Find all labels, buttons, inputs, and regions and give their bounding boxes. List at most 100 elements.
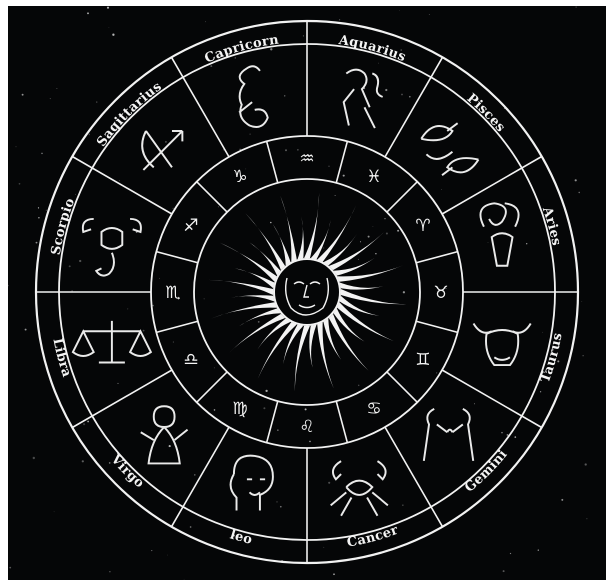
star	[239, 148, 241, 150]
sun-ray	[333, 257, 375, 276]
sign-name-text: Aquarius	[337, 33, 408, 65]
sign-name-aquarius: Aquarius	[337, 33, 408, 65]
star	[378, 62, 379, 64]
star	[164, 140, 167, 143]
star	[436, 372, 438, 374]
star	[87, 420, 89, 423]
sector-divider	[170, 56, 230, 158]
star	[445, 287, 447, 290]
star	[385, 232, 388, 235]
sun-ray	[231, 295, 275, 302]
maiden-icon	[140, 405, 189, 465]
star	[398, 10, 400, 11]
scorpion-icon	[81, 217, 142, 277]
star	[302, 35, 304, 37]
glyph-libra: ♎	[183, 350, 198, 370]
sector-taurus: Taurus♉	[433, 283, 565, 385]
star	[309, 440, 311, 443]
star	[401, 93, 403, 96]
lion-icon	[229, 454, 274, 511]
sun-ray	[239, 308, 281, 327]
glyph-divider	[265, 400, 279, 443]
sector-scorpio: Scorpio♏	[49, 196, 181, 303]
star	[357, 258, 359, 260]
star	[41, 152, 43, 155]
bow-and-arrow-icon	[141, 129, 184, 171]
star	[213, 367, 215, 369]
sun-ray	[280, 195, 297, 262]
star	[8, 284, 9, 287]
star	[400, 49, 402, 51]
star	[526, 243, 528, 245]
star	[112, 33, 115, 36]
sector-leo: leo♌	[228, 417, 315, 548]
star	[441, 189, 442, 190]
sector-divider	[441, 369, 543, 429]
sun-ray	[297, 216, 304, 260]
star	[279, 505, 282, 508]
star	[270, 221, 272, 224]
sector-sagittarius: Sagittarius♐	[94, 79, 198, 236]
glyph-ring-inner	[193, 178, 421, 406]
crab-icon	[330, 460, 389, 517]
star	[108, 27, 110, 28]
sign-name-text: Taurus	[538, 332, 565, 385]
starfield	[8, 6, 588, 580]
scales-icon	[71, 320, 153, 364]
sign-name-leo: leo	[228, 528, 254, 548]
star	[234, 57, 237, 59]
star	[359, 241, 362, 243]
sun-ray	[272, 224, 291, 266]
star	[119, 180, 120, 181]
star	[372, 226, 374, 227]
star	[474, 403, 475, 405]
star	[108, 462, 111, 464]
star	[487, 242, 489, 243]
star	[106, 6, 110, 9]
star	[397, 229, 400, 232]
star	[232, 534, 235, 537]
zodiac-wheel-image: Aquarius♒Pisces♓Aries♈Taurus♉Gemini♊Canc…	[8, 6, 606, 580]
sun-ray	[283, 324, 304, 365]
star	[270, 48, 273, 51]
star	[49, 98, 51, 100]
star	[328, 165, 330, 167]
star	[297, 149, 299, 151]
star	[194, 474, 196, 476]
sun-ray	[257, 318, 291, 350]
bull-icon	[472, 322, 532, 367]
star	[333, 573, 335, 576]
sector-dividers	[36, 21, 578, 563]
sun-ray	[339, 282, 383, 290]
star	[334, 195, 336, 197]
glyph-divider	[386, 371, 418, 403]
sector-divider	[71, 369, 173, 429]
star	[96, 101, 98, 103]
star	[32, 456, 35, 460]
sector-divider	[71, 155, 173, 215]
star	[367, 235, 370, 238]
star	[187, 226, 190, 229]
sign-name-scorpio: Scorpio	[49, 196, 79, 256]
sign-name-text: Sagittarius	[94, 79, 164, 150]
star	[167, 554, 168, 556]
star	[542, 331, 544, 333]
star	[172, 341, 174, 343]
star	[514, 436, 517, 438]
glyph-divider	[265, 141, 279, 184]
sign-name-sagittarius: Sagittarius	[94, 79, 165, 150]
star	[584, 463, 587, 466]
star	[183, 578, 185, 580]
sign-name-text: Aries	[539, 204, 564, 247]
sun-ray	[207, 279, 274, 295]
star	[328, 481, 331, 484]
star	[506, 433, 509, 436]
sea-goat-icon	[238, 65, 269, 128]
star	[339, 19, 341, 21]
star	[217, 206, 219, 208]
star	[409, 95, 411, 98]
glyph-divider	[156, 320, 199, 334]
glyph-divider	[335, 141, 349, 184]
sun-ray	[328, 230, 386, 271]
sun-with-face-icon	[207, 192, 407, 392]
